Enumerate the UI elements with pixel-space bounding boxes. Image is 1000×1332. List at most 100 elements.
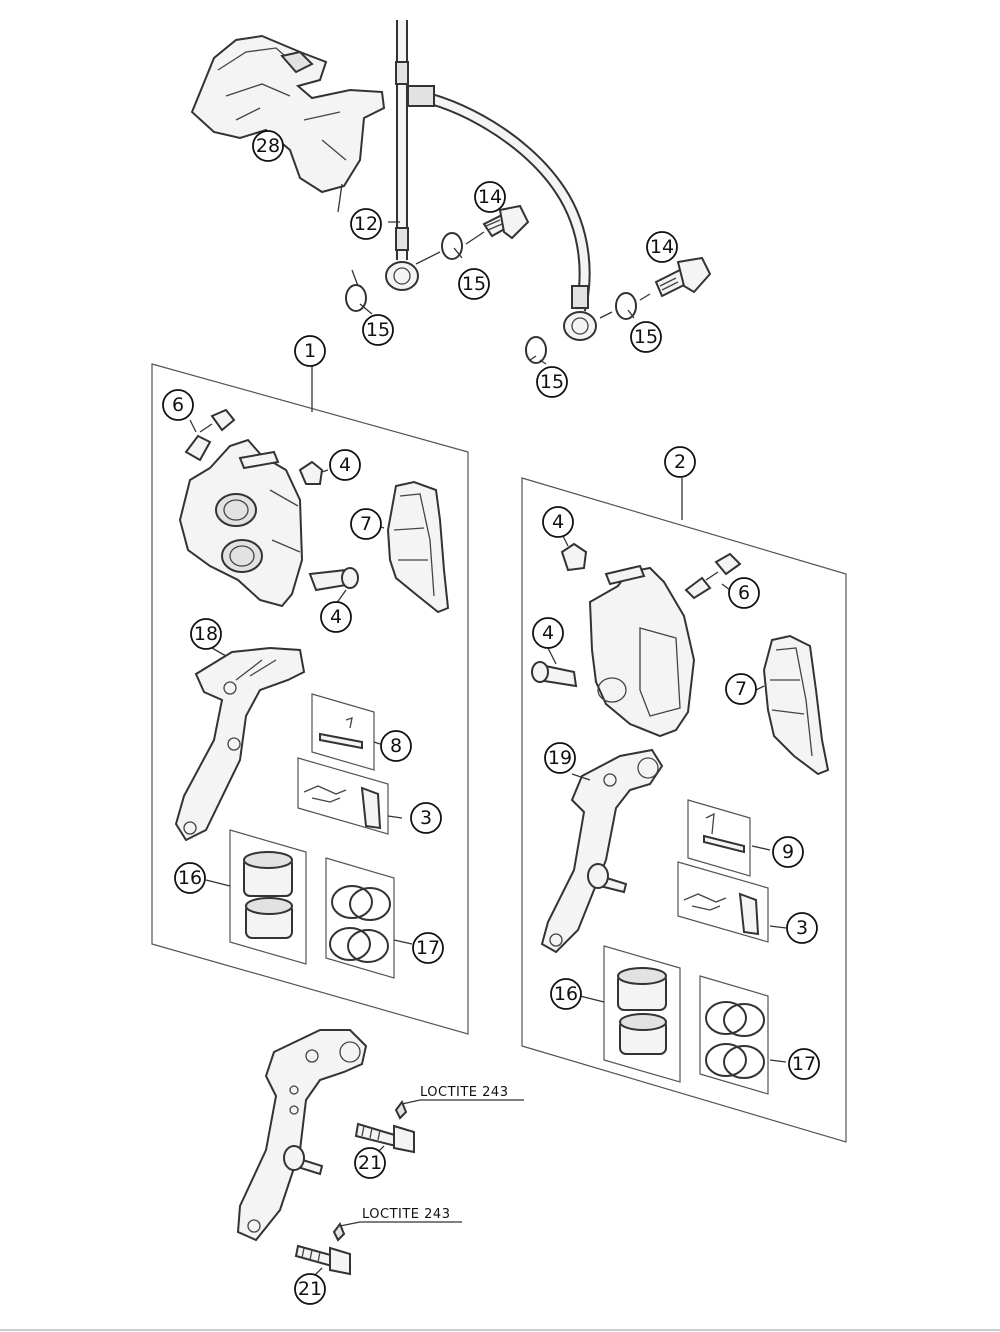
banjo-fitting-left (385, 261, 419, 291)
svg-text:8: 8 (390, 735, 402, 757)
callout-21-lower: 21 (294, 1273, 326, 1305)
callout-4-c: 4 (542, 506, 574, 538)
svg-text:6: 6 (172, 394, 184, 416)
callout-21-upper: 21 (354, 1147, 386, 1179)
bleeder-screw-1 (184, 408, 236, 462)
guide-pin-1a (298, 460, 324, 485)
caliper-support-18 (174, 646, 306, 842)
washer-15-c (615, 292, 637, 320)
svg-text:15: 15 (634, 326, 658, 348)
svg-text:4: 4 (330, 606, 342, 628)
svg-text:16: 16 (178, 867, 202, 889)
svg-text:3: 3 (420, 807, 432, 829)
guide-pin-2b (531, 661, 578, 688)
svg-text:12: 12 (354, 213, 378, 235)
brake-hose-right (407, 85, 591, 312)
seal-box-17b (699, 975, 769, 1095)
callout-4-b: 4 (320, 601, 352, 633)
callout-15-b: 15 (362, 314, 394, 346)
assembly-panel-2 (521, 477, 847, 1143)
callout-9: 9 (772, 836, 804, 868)
loctite-label-upper: LOCTITE 243 (420, 1085, 508, 1100)
loctite-label-lower: LOCTITE 243 (362, 1207, 450, 1222)
svg-text:1: 1 (304, 340, 316, 362)
callout-16-b: 16 (550, 978, 582, 1010)
callout-8: 8 (380, 730, 412, 762)
svg-text:9: 9 (782, 841, 794, 863)
callout-15-d: 15 (536, 366, 568, 398)
callout-7-a: 7 (350, 508, 382, 540)
callout-4-d: 4 (532, 617, 564, 649)
svg-text:14: 14 (478, 186, 502, 208)
caliper-1 (178, 438, 304, 608)
svg-text:14: 14 (650, 236, 674, 258)
pin-kit-box-9 (687, 799, 751, 877)
seal-box-17a (325, 857, 395, 979)
piston-box-16b (603, 945, 681, 1083)
callout-12: 12 (350, 208, 382, 240)
callout-28: 28 (252, 130, 284, 162)
guide-pin-1b (308, 567, 359, 592)
callout-18: 18 (190, 618, 222, 650)
svg-text:4: 4 (542, 622, 554, 644)
svg-text:7: 7 (360, 513, 372, 535)
caliper-support-19 (540, 748, 664, 954)
svg-text:21: 21 (298, 1278, 322, 1300)
banjo-fitting-right (563, 311, 597, 341)
svg-text:4: 4 (552, 511, 564, 533)
brake-line-holder (190, 34, 386, 194)
callout-19: 19 (544, 742, 576, 774)
svg-text:7: 7 (735, 678, 747, 700)
washer-15-a (441, 232, 463, 260)
bleeder-screw-2 (684, 552, 742, 600)
svg-text:21: 21 (358, 1152, 382, 1174)
svg-text:17: 17 (792, 1053, 816, 1075)
callout-17-a: 17 (412, 932, 444, 964)
svg-text:16: 16 (554, 983, 578, 1005)
washer-15-d (525, 336, 547, 364)
screw-21-upper (354, 1099, 415, 1154)
svg-text:19: 19 (548, 747, 572, 769)
callout-17-b: 17 (788, 1048, 820, 1080)
svg-text:15: 15 (540, 371, 564, 393)
callout-14-upper: 14 (474, 181, 506, 213)
caliper-support-bottom (236, 1029, 368, 1242)
callout-6-a: 6 (162, 389, 194, 421)
panel2-leaders (547, 533, 787, 1063)
svg-text:3: 3 (796, 917, 808, 939)
piston-box-16a (229, 829, 307, 965)
brake-pads-1 (386, 480, 450, 614)
pin-kit-box-8 (311, 693, 375, 771)
svg-text:28: 28 (256, 135, 280, 157)
screw-21-lower (294, 1221, 351, 1276)
svg-text:2: 2 (674, 451, 686, 473)
callout-15-c: 15 (630, 321, 662, 353)
guide-pin-2a (560, 542, 588, 572)
callout-3-b: 3 (786, 912, 818, 944)
brake-pads-2 (762, 634, 830, 776)
callout-6-b: 6 (728, 577, 760, 609)
svg-text:18: 18 (194, 623, 218, 645)
banjo-bolt-upper (482, 204, 530, 240)
spring-kit-box-3b (677, 861, 769, 943)
caliper-2 (588, 564, 696, 738)
washer-15-b (345, 284, 367, 312)
callout-14-lower: 14 (646, 231, 678, 263)
callout-1: 1 (294, 335, 326, 367)
callout-15-a: 15 (458, 268, 490, 300)
callout-7-b: 7 (725, 673, 757, 705)
svg-text:4: 4 (339, 454, 351, 476)
callout-16-a: 16 (174, 862, 206, 894)
svg-text:15: 15 (462, 273, 486, 295)
spring-kit-box-3a (297, 757, 389, 835)
callout-3-a: 3 (410, 802, 442, 834)
hose-leaders (337, 183, 651, 365)
callout-2: 2 (664, 446, 696, 478)
svg-text:17: 17 (416, 937, 440, 959)
svg-text:15: 15 (366, 319, 390, 341)
banjo-bolt-lower (654, 256, 712, 298)
svg-text:6: 6 (738, 582, 750, 604)
callout-4-a: 4 (329, 449, 361, 481)
